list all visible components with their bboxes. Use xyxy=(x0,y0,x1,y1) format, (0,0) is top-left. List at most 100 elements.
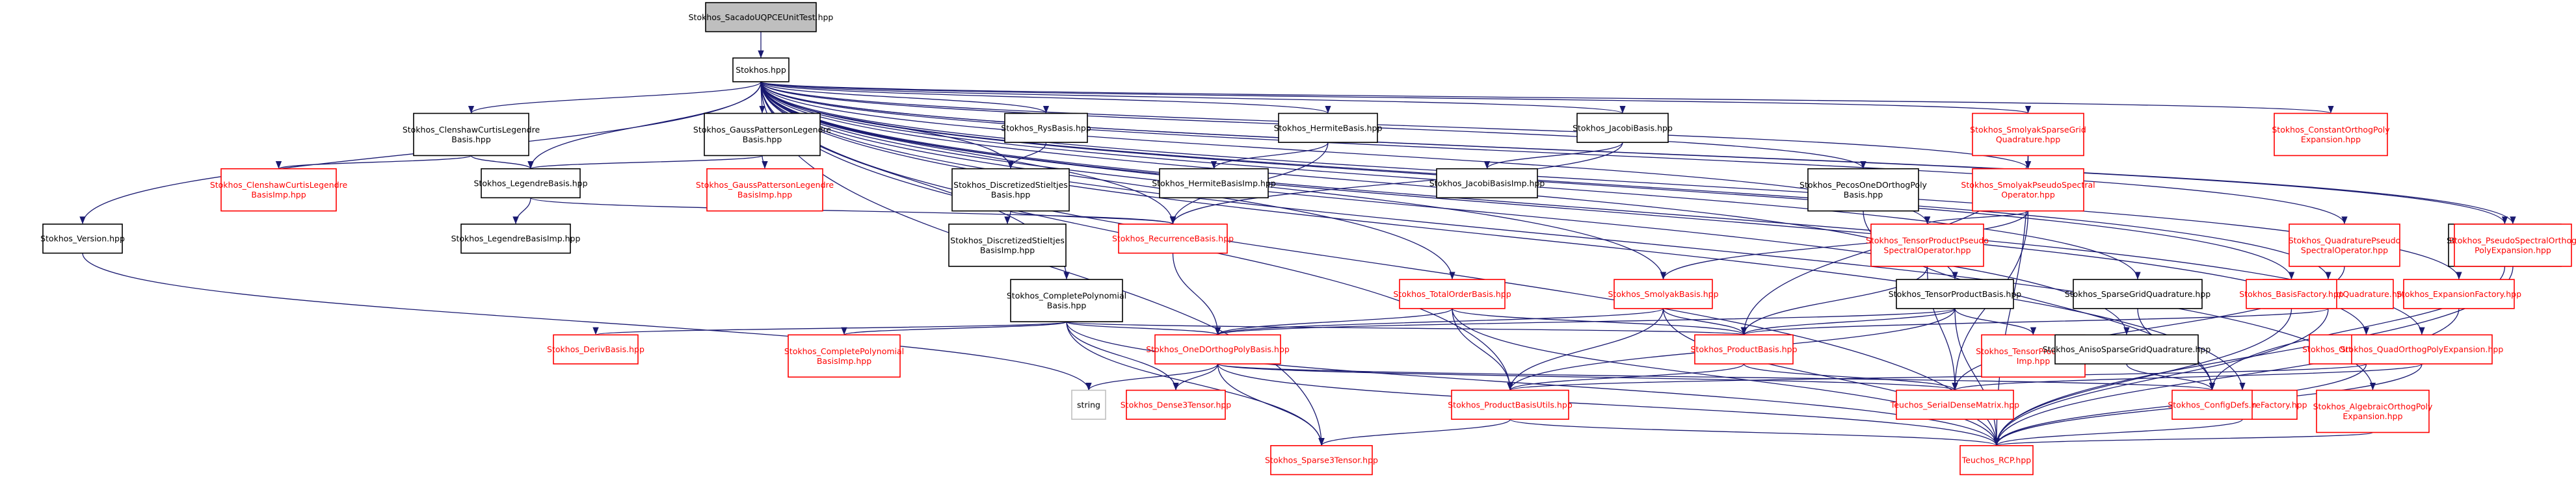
node-hermiteimp[interactable]: Stokhos_HermiteBasisImp.hpp xyxy=(1152,168,1276,199)
node-label: Stokhos_ClenshawCurtisLegendre xyxy=(403,125,540,135)
edge-stokhos-to-jacobi xyxy=(760,81,1626,114)
edge-productutils-to-sparse3 xyxy=(1318,418,1511,446)
edge-tensorbasis-to-rcp xyxy=(1954,308,2000,446)
edge-stokhos-to-clenshaw xyxy=(468,81,762,114)
node-label: Basis.hpp xyxy=(743,135,782,144)
edge-gausspat-to-gausspatimp xyxy=(762,155,768,169)
node-label: Stokhos_RysBasis.hpp xyxy=(1001,123,1091,133)
node-smolyakbasis[interactable]: Stokhos_SmolyakBasis.hpp xyxy=(1608,279,1719,309)
edge-rys-to-discstieltjes xyxy=(1007,142,1047,169)
node-stokhos[interactable]: Stokhos.hpp xyxy=(732,57,790,83)
node-hermite[interactable]: Stokhos_HermiteBasis.hpp xyxy=(1274,112,1383,143)
node-label: Basis.hpp xyxy=(451,135,491,144)
node-configdefs[interactable]: Stokhos_ConfigDefs.h xyxy=(2168,389,2257,420)
edge-smolyakbasis-to-productbasis xyxy=(1662,308,1747,335)
edge-stokhos-to-smolyakpseudo xyxy=(760,81,2031,169)
node-label: string xyxy=(1077,400,1100,409)
node-anisosparse[interactable]: Stokhos_AnisoSparseGridQuadrature.hpp xyxy=(2043,334,2211,365)
node-label: Stokhos_ExpansionFactory.hpp xyxy=(2397,289,2521,299)
node-smolyakpseudo[interactable]: Stokhos_SmolyakPseudoSpectralOperator.hp… xyxy=(1961,168,2095,212)
edge-version-to-string xyxy=(82,253,1092,391)
edge-onedorthog-to-configdefs xyxy=(1217,363,2215,391)
edge-jacobi-to-jacobiimp xyxy=(1483,142,1623,170)
node-label: SpectralOperator.hpp xyxy=(1883,245,1971,255)
node-string: string xyxy=(1071,389,1106,420)
node-jacobi[interactable]: Stokhos_JacobiBasis.hpp xyxy=(1573,112,1673,143)
node-tensorpseudo[interactable]: Stokhos_TensorProductPseudoSpectralOpera… xyxy=(1866,224,1989,267)
node-label: Teuchos_SerialDenseMatrix.hpp xyxy=(1890,400,2019,409)
edge-completepoly-to-densetensor xyxy=(1066,322,1179,391)
node-label: Stokhos_BasisFactory.hpp xyxy=(2239,289,2343,299)
edges-layer xyxy=(79,31,2516,446)
node-label: Stokhos_JacobiBasis.hpp xyxy=(1573,123,1673,133)
edge-stokhos-to-smolyakgrid xyxy=(760,81,2031,114)
node-label: Teuchos_RCP.hpp xyxy=(1961,456,2032,465)
edge-productbasis-to-serialdense xyxy=(1743,363,1958,391)
node-rys[interactable]: Stokhos_RysBasis.hpp xyxy=(1001,112,1091,143)
edge-hermite-to-hermiteimp xyxy=(1210,142,1329,169)
node-label: BasisImp.hpp xyxy=(251,190,306,199)
edge-productbasis-to-productutils xyxy=(1507,363,1745,391)
node-derivbasis[interactable]: Stokhos_DerivBasis.hpp xyxy=(547,334,644,365)
node-label: BasisImp.hpp xyxy=(817,356,871,366)
edge-tensorquad-to-rcp xyxy=(1993,308,2329,446)
edge-stokhos-to-hermite xyxy=(760,81,1331,114)
edge-quadorthogexp-to-serialdense xyxy=(1952,363,2423,391)
node-label: Stokhos_GaussPattersonLegendre xyxy=(693,125,831,135)
edge-discstieltjes-to-discstieltjesimp xyxy=(1004,211,1011,224)
node-label: Stokhos_TensorProductPseudo xyxy=(1866,235,1989,245)
node-onedorthog[interactable]: Stokhos_OneDOrthogPolyBasis.hpp xyxy=(1146,334,1290,365)
node-productutils[interactable]: Stokhos_ProductBasisUtils.hpp xyxy=(1448,389,1573,420)
node-label: Stokhos.hpp xyxy=(736,65,786,75)
node-gausspatimp[interactable]: Stokhos_GaussPattersonLegendreBasisImp.h… xyxy=(696,168,834,212)
edge-completepoly-to-completepolyimp xyxy=(841,321,1067,335)
node-label: Stokhos_ProductBasisUtils.hpp xyxy=(1448,400,1573,409)
node-quadorthogexp[interactable]: Stokhos_QuadOrthogPolyExpansion.hpp xyxy=(2341,334,2504,365)
node-jacobiimp[interactable]: Stokhos_JacobiBasisImp.hpp xyxy=(1429,168,1545,199)
node-densetensor[interactable]: Stokhos_Dense3Tensor.hpp xyxy=(1121,389,1232,420)
node-clenshawimp[interactable]: Stokhos_ClenshawCurtisLegendreBasisImp.h… xyxy=(210,168,348,212)
edge-clenshaw-to-legendre xyxy=(470,155,534,170)
node-label: Stokhos_SmolyakSparseGrid xyxy=(1970,125,2086,135)
edge-anisosparse-to-configdefs xyxy=(2126,363,2216,391)
node-totalorder[interactable]: Stokhos_TotalOrderBasis.hpp xyxy=(1393,279,1511,309)
node-sparse3[interactable]: Stokhos_Sparse3Tensor.hpp xyxy=(1265,444,1378,476)
node-label: Expansion.hpp xyxy=(2301,135,2361,144)
edge-productutils-to-rcp xyxy=(1509,418,2000,446)
edge-clenshaw-to-clenshawimp xyxy=(276,155,472,170)
node-expfactory[interactable]: Stokhos_ExpansionFactory.hpp xyxy=(2397,279,2521,309)
node-pseudospectral[interactable]: Stokhos_PseudoSpectralOrthogPolyExpansio… xyxy=(2449,224,2576,267)
edge-tensorpseudo-to-productbasis xyxy=(1740,266,1928,335)
node-legendreimp[interactable]: Stokhos_LegendreBasisImp.hpp xyxy=(451,224,581,254)
node-label: Stokhos_Dense3Tensor.hpp xyxy=(1121,400,1232,409)
node-label: Expansion.hpp xyxy=(2343,411,2402,421)
node-rcp[interactable]: Teuchos_RCP.hpp xyxy=(1959,444,2034,476)
node-basisfactory[interactable]: Stokhos_BasisFactory.hpp xyxy=(2239,279,2344,309)
node-recurrence[interactable]: Stokhos_RecurrenceBasis.hpp xyxy=(1112,224,1234,254)
edge-smolyakbasis-to-rcp xyxy=(1662,308,2000,446)
node-tensorbasis[interactable]: Stokhos_TensorProductBasis.hpp xyxy=(1889,279,2022,309)
edge-tensorquad-to-productbasis xyxy=(1741,308,2329,335)
node-productbasis[interactable]: Stokhos_ProductBasis.hpp xyxy=(1690,334,1798,365)
node-version[interactable]: Stokhos_Version.hpp xyxy=(40,224,125,254)
edge-totalorder-to-onedorthog xyxy=(1215,308,1453,335)
node-quadpseudo[interactable]: Stokhos_QuadraturePseudoSpectralOperator… xyxy=(2289,224,2401,267)
node-label: Stokhos_LegendreBasisImp.hpp xyxy=(451,234,581,244)
node-label: Stokhos_DiscretizedStieltjes xyxy=(953,180,1068,190)
node-sparsegridquad[interactable]: Stokhos_SparseGridQuadrature.hpp xyxy=(2065,279,2211,309)
node-legendre[interactable]: Stokhos_LegendreBasis.hpp xyxy=(473,168,588,199)
node-serialdense[interactable]: Teuchos_SerialDenseMatrix.hpp xyxy=(1890,389,2019,420)
node-label: Stokhos_Sparse3Tensor.hpp xyxy=(1265,456,1378,465)
node-label: Basis.hpp xyxy=(991,190,1031,199)
